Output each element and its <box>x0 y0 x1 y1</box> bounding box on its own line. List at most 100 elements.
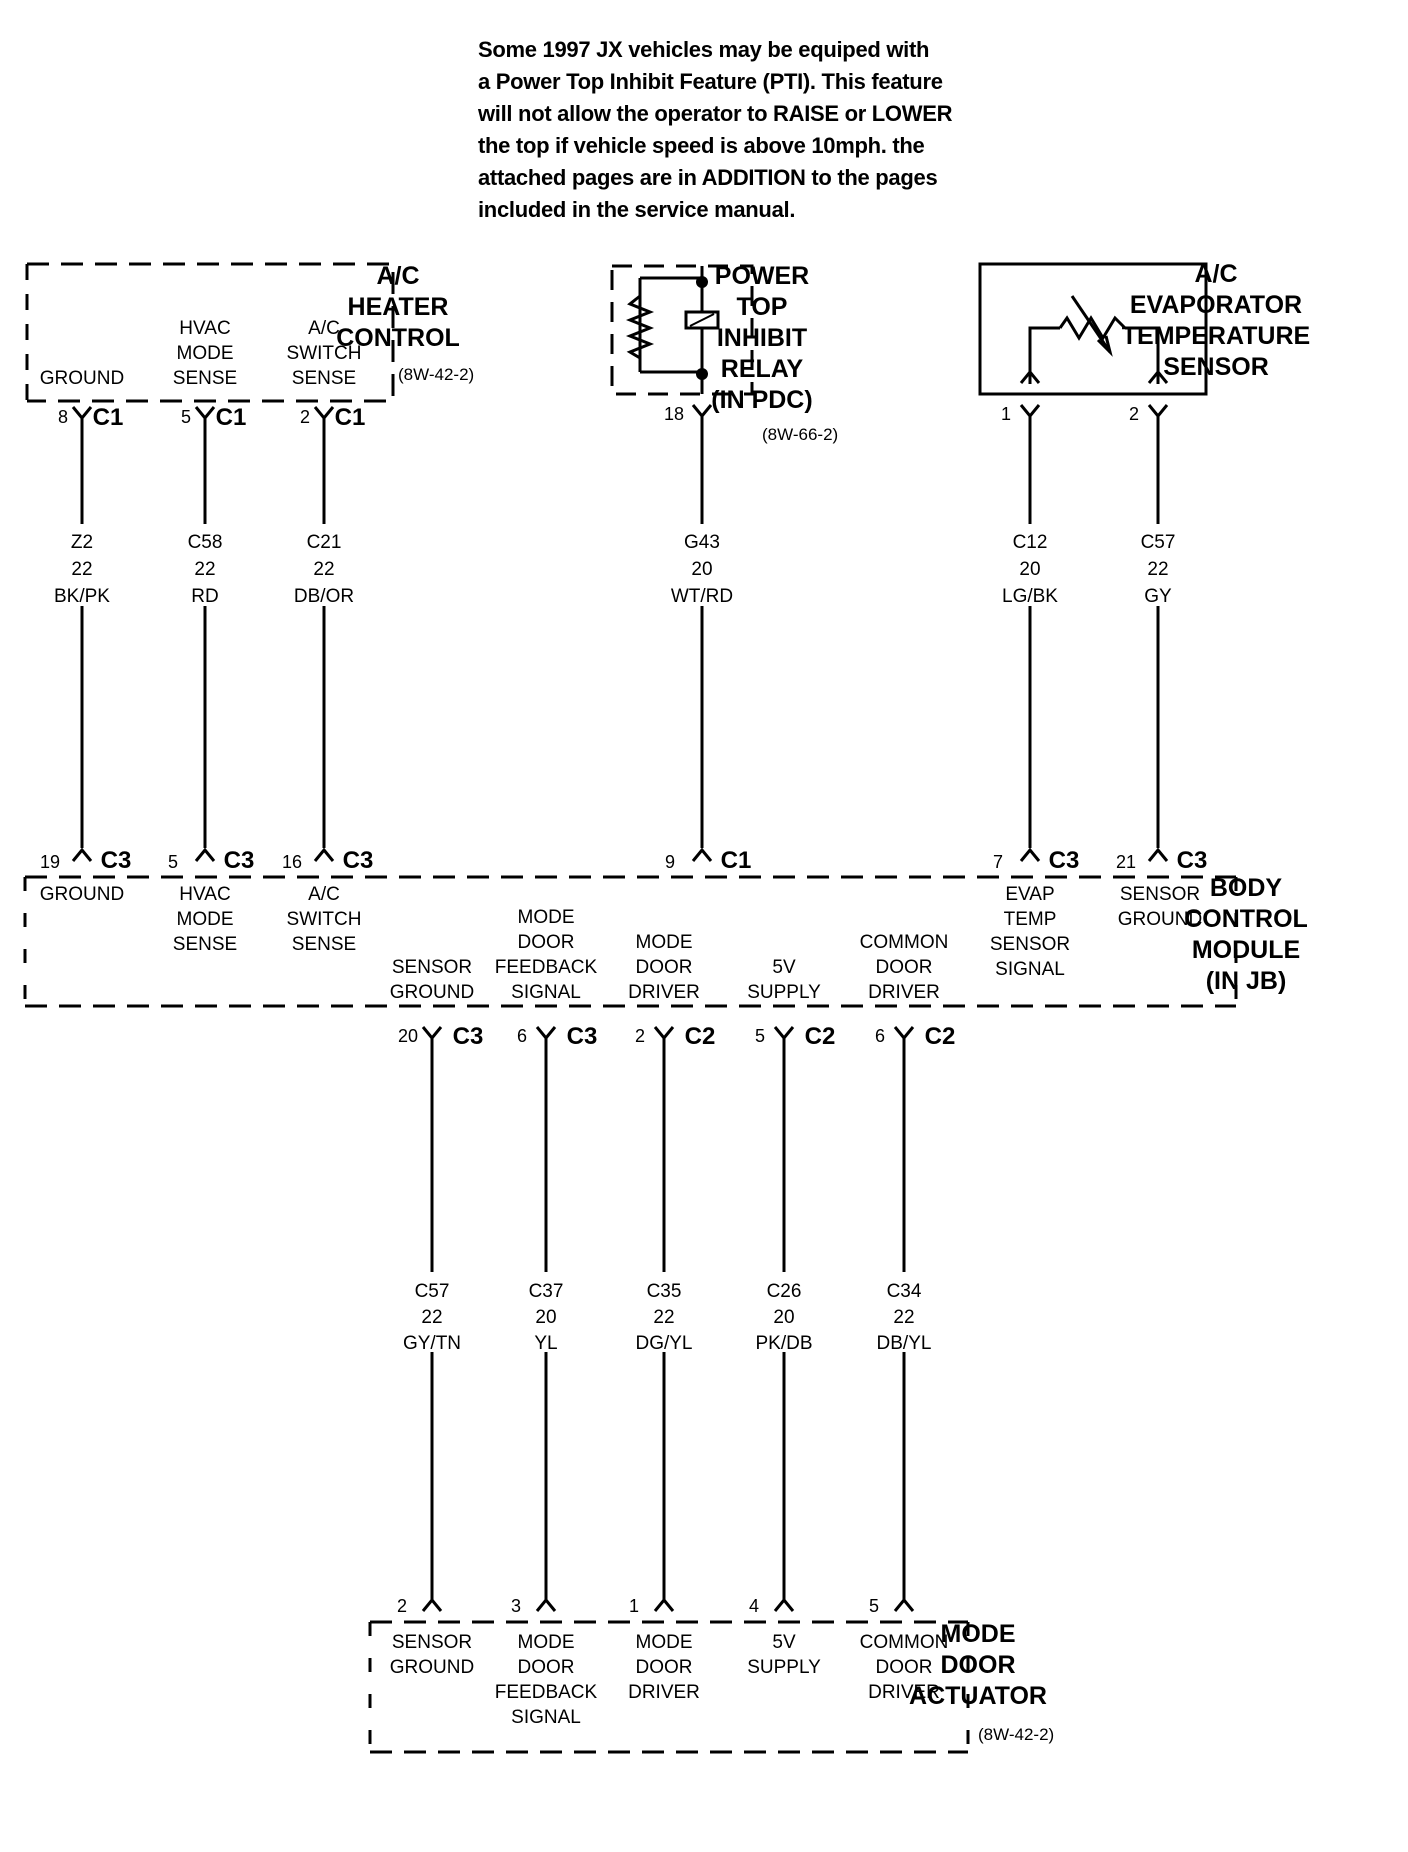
actuator-pin-label: DOOR <box>636 1657 693 1678</box>
heater-control-ref: (8W-42-2) <box>398 365 474 384</box>
wire-color: PK/DB <box>755 1333 812 1354</box>
bcm-title: MODULE <box>1192 936 1300 964</box>
pin-number: 7 <box>993 852 1003 872</box>
evap-sensor-inner-arrow <box>1019 369 1041 384</box>
heater-control-title: A/C <box>376 262 419 290</box>
actuator-terminal <box>653 1597 675 1612</box>
actuator-terminal <box>421 1597 443 1612</box>
wire-gauge: 22 <box>194 559 215 580</box>
bcm-pin-label: DOOR <box>518 932 575 953</box>
pin-number: 9 <box>665 852 675 872</box>
bcm-terminal <box>194 847 216 862</box>
wire-circuit: C34 <box>887 1281 922 1302</box>
bcm-pin-label: MODE <box>177 909 234 930</box>
relay-ref: (8W-66-2) <box>762 425 838 444</box>
wire-color: RD <box>191 586 218 607</box>
note-line: a Power Top Inhibit Feature (PTI). This … <box>478 69 943 94</box>
pin-label: SENSE <box>292 368 356 389</box>
pin-number: 5 <box>181 407 191 427</box>
feature-note: Some 1997 JX vehicles may be equiped wit… <box>478 34 1038 226</box>
wire-circuit: C21 <box>307 532 342 553</box>
heater-control-outline <box>27 262 395 403</box>
actuator-terminal <box>893 1597 915 1612</box>
bcm-terminal <box>691 847 713 862</box>
actuator-pin-label: DOOR <box>518 1657 575 1678</box>
bcm-pin-label: MODE <box>518 907 575 928</box>
wire-circuit: Z2 <box>71 532 93 553</box>
wire-gauge: 22 <box>893 1307 914 1328</box>
actuator-pin-label: COMMON <box>860 1632 949 1653</box>
pin-number: 5 <box>869 1596 879 1616</box>
note-line: the top if vehicle speed is above 10mph.… <box>478 133 925 158</box>
wire-color: WT/RD <box>671 586 733 607</box>
evap-sensor-terminal <box>1019 404 1041 419</box>
bcm-pin-label: DOOR <box>636 957 693 978</box>
pin-label: MODE <box>177 343 234 364</box>
pin-number: 2 <box>635 1026 645 1046</box>
relay-node-dot <box>696 368 708 380</box>
connector-id: C3 <box>567 1023 598 1050</box>
wire-circuit: G43 <box>684 532 720 553</box>
bcm-terminal <box>653 1026 675 1041</box>
wire-gauge: 20 <box>773 1307 794 1328</box>
actuator-pin-label: MODE <box>636 1632 693 1653</box>
heater-control-title: CONTROL <box>336 324 460 352</box>
bcm-pin-label: SUPPLY <box>747 982 821 1003</box>
bcm-title: BODY <box>1210 874 1283 902</box>
pin-number: 1 <box>1001 404 1011 424</box>
bcm-pin-label: SENSE <box>292 934 356 955</box>
relay-title: (IN PDC) <box>711 386 812 414</box>
wire-gauge: 22 <box>421 1307 442 1328</box>
pin-number: 21 <box>1116 852 1136 872</box>
actuator-pin-label: GROUND <box>390 1657 474 1678</box>
wire-gauge: 22 <box>1147 559 1168 580</box>
relay-title: POWER <box>715 262 809 290</box>
pin-number: 2 <box>1129 404 1139 424</box>
wire-color: BK/PK <box>54 586 110 607</box>
connector-id: C1 <box>216 404 247 431</box>
actuator-title: DOOR <box>941 1651 1016 1679</box>
actuator-pin-label: MODE <box>518 1632 575 1653</box>
wire-circuit: C26 <box>767 1281 802 1302</box>
actuator-ref: (8W-42-2) <box>978 1725 1054 1744</box>
thermistor-symbol <box>1058 315 1127 341</box>
pin-number: 8 <box>58 407 68 427</box>
evap-sensor-wire <box>1125 326 1160 384</box>
bcm-terminal <box>773 1026 795 1041</box>
bcm-pin-label: DOOR <box>876 957 933 978</box>
bcm-pin-label: TEMP <box>1004 909 1057 930</box>
actuator-pin-label: 5V <box>772 1632 796 1653</box>
connector-id: C2 <box>805 1023 836 1050</box>
evap-sensor-title: A/C <box>1194 260 1237 288</box>
bcm-terminal <box>1147 847 1169 862</box>
pin-number: 19 <box>40 852 60 872</box>
actuator-pin-label: DOOR <box>876 1657 933 1678</box>
wire-color: DB/OR <box>294 586 354 607</box>
pin-number: 2 <box>300 407 310 427</box>
bcm-title: (IN JB) <box>1206 967 1287 995</box>
pin-number: 1 <box>629 1596 639 1616</box>
pin-number: 5 <box>755 1026 765 1046</box>
wire-circuit: C58 <box>188 532 223 553</box>
wire-circuit: C57 <box>415 1281 450 1302</box>
actuator-pin-label: SIGNAL <box>511 1707 581 1728</box>
actuator-terminal <box>535 1597 557 1612</box>
bcm-pin-label: MODE <box>636 932 693 953</box>
wire-color: GY/TN <box>403 1333 461 1354</box>
evap-sensor-terminal <box>1147 404 1169 419</box>
pin-number: 6 <box>517 1026 527 1046</box>
wire-circuit: C12 <box>1013 532 1048 553</box>
bcm-title: CONTROL <box>1184 905 1308 933</box>
relay-coil-slash <box>689 313 715 327</box>
evap-sensor-title: EVAPORATOR <box>1130 291 1302 319</box>
bcm-terminal <box>535 1026 557 1041</box>
connector-id: C2 <box>685 1023 716 1050</box>
actuator-pin-label: SUPPLY <box>747 1657 821 1678</box>
wire-circuit: C57 <box>1141 532 1176 553</box>
bcm-pin-label: DRIVER <box>868 982 940 1003</box>
connector-id: C3 <box>1049 847 1080 874</box>
wire-gauge: 20 <box>691 559 712 580</box>
wire-color: DB/YL <box>877 1333 932 1354</box>
actuator-title: ACTUATOR <box>909 1682 1047 1710</box>
